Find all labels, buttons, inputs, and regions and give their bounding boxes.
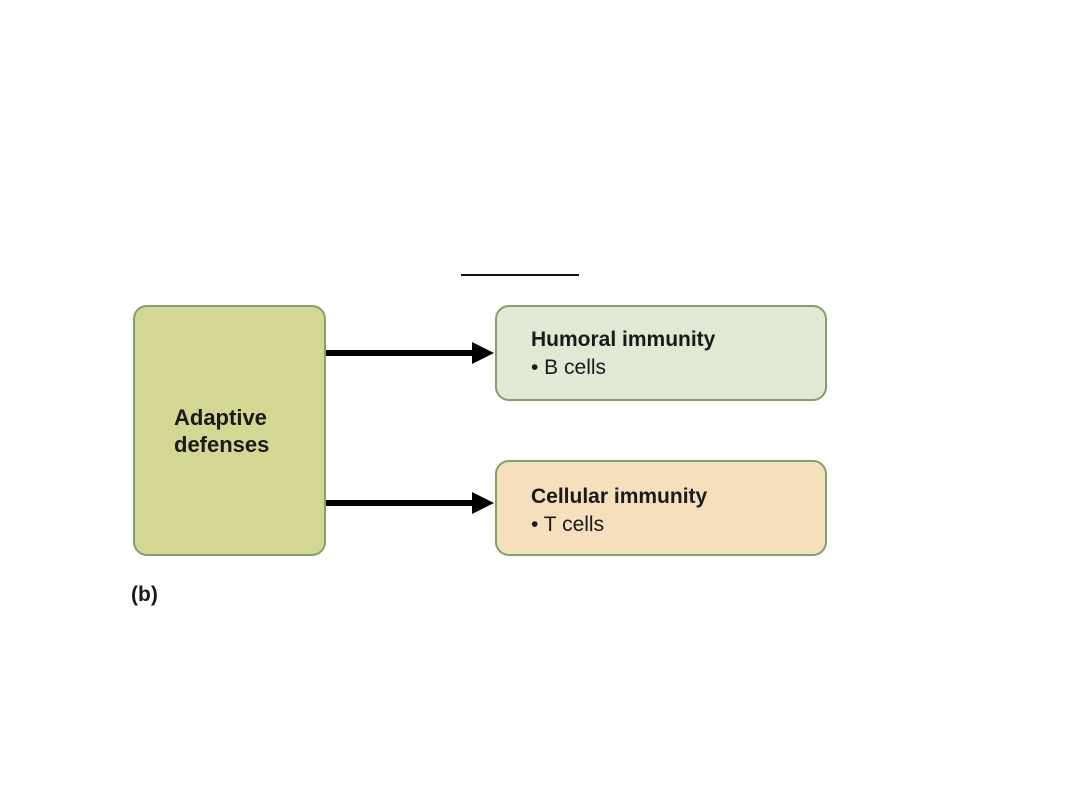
cellular-immunity-title: Cellular immunity — [531, 485, 708, 508]
humoral-immunity-box: Humoral immunity • B cells — [495, 305, 827, 401]
panel-label: (b) — [131, 583, 158, 606]
arrow-to-cellular — [326, 492, 494, 514]
cellular-immunity-bullet: • T cells — [531, 513, 605, 536]
humoral-immunity-bullet: • B cells — [531, 356, 607, 379]
adaptive-defenses-label-line2: defenses — [174, 431, 270, 457]
adaptive-defenses-label-line1: Adaptive — [174, 404, 267, 430]
adaptive-defenses-box: Adaptive defenses — [133, 305, 326, 556]
cellular-immunity-box: Cellular immunity • T cells — [495, 460, 827, 556]
arrow-to-humoral — [326, 342, 494, 364]
humoral-immunity-title: Humoral immunity — [531, 328, 716, 351]
title-underline — [461, 274, 579, 276]
